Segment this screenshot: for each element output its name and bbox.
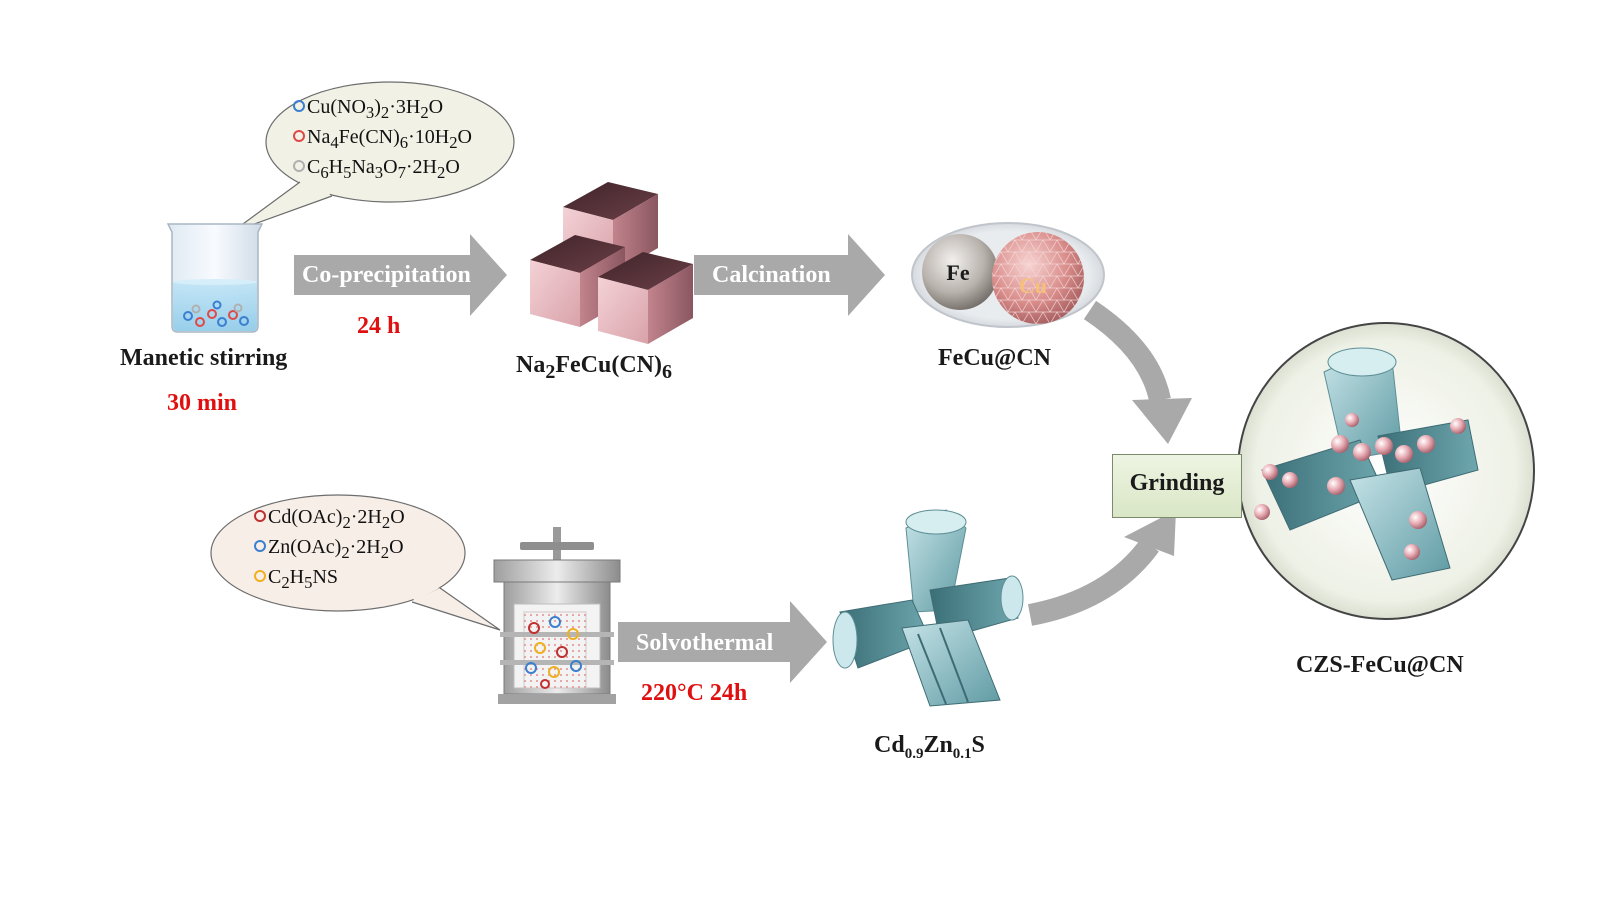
product-final-label: CZS-FeCu@CN [1296,652,1464,678]
final-product-circle [1237,322,1535,620]
nanoparticle-spheres [1254,413,1466,560]
arrow-solvothermal [618,601,827,683]
reagent-cd-acetate: Cd(OAc)2·2H2O [254,506,405,533]
step-coprecipitation-time: 24 h [357,313,401,339]
step-coprecipitation-label: Co-precipitation [302,262,471,288]
product-czs-label: Cd0.9Zn0.1S [874,732,985,762]
reagent-bubble-bottom [210,494,501,631]
step-calcination-label: Calcination [712,262,831,288]
reagent-na-ferrocyanide: Na4Fe(CN)6·10H2O [293,126,472,153]
pba-cubes [530,182,693,344]
beaker-particles [183,300,249,327]
fecu-spheres [911,222,1105,328]
cu-label: Cu [1019,273,1047,298]
product-fecu-label: FeCu@CN [938,345,1051,371]
curved-arrow-to-grinding-top [1083,300,1192,444]
reagent-cu-nitrate: Cu(NO3)2·3H2O [293,96,443,123]
grinding-box [1112,454,1242,518]
autoclave [493,527,621,704]
step-grinding-label: Grinding [1129,470,1225,496]
beaker [166,223,264,333]
step-stirring-time: 30 min [167,390,238,416]
autoclave-particles [525,616,582,689]
step-solvothermal-time: 220°C 24h [641,680,748,706]
reagent-sodium-citrate: C6H5Na3O7·2H2O [293,156,460,183]
product-pba-label: Na2FeCu(CN)6 [516,352,672,383]
arrow-calcination [694,234,885,316]
fe-label: Fe [946,260,969,285]
reagent-bubble-top [231,81,515,233]
arrow-coprecipitation [294,234,507,316]
reagent-zn-acetate: Zn(OAc)2·2H2O [254,536,404,563]
reagent-thioacetamide: C2H5NS [254,566,338,593]
step-solvothermal-label: Solvothermal [636,630,774,656]
step-stirring-label: Manetic stirring [120,345,288,371]
curved-arrow-to-grinding-bottom [1027,510,1176,626]
czs-tetrapod [832,509,1024,707]
